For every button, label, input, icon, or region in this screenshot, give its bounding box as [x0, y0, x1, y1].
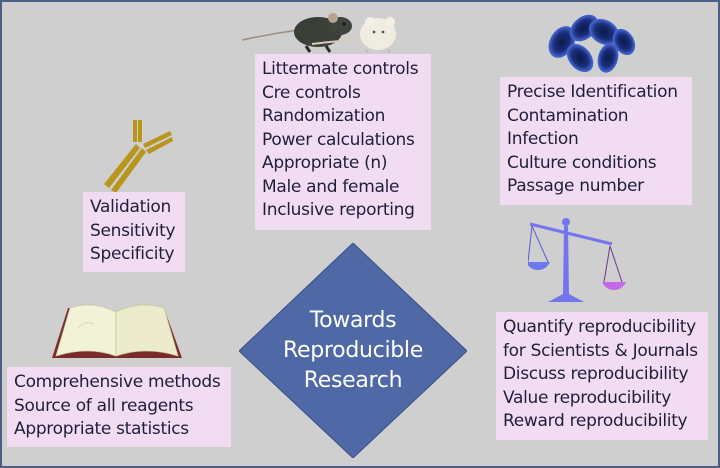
cell-lines-box: Precise Identification Contamination Inf… [500, 77, 692, 205]
list-item: Value reproducibility [503, 387, 671, 408]
center-title-line: Reproducible [283, 337, 423, 363]
list-item: Specificity [90, 244, 175, 264]
methods-box: Comprehensive methods Source of all reag… [7, 367, 231, 447]
list-item: Appropriate (n) [262, 153, 388, 173]
scales-icon [528, 218, 626, 302]
mice-icon [241, 13, 396, 53]
list-item: Precise Identification [507, 82, 678, 102]
open-book-icon [52, 304, 182, 358]
list-item: Contamination [507, 105, 629, 126]
diamond-shape [239, 243, 467, 458]
list-item: Passage number [507, 176, 644, 196]
list-item: Source of all reagents [14, 395, 194, 416]
center-title-line: Towards [309, 307, 397, 333]
list-item: Validation [90, 197, 171, 217]
list-item: Sensitivity [90, 220, 176, 241]
list-item: Reward reproducibility [503, 411, 688, 431]
list-item: Power calculations [262, 129, 415, 150]
center-title: Towards Reproducible Research [239, 243, 467, 458]
animal-studies-box: Littermate controls Cre controls Randomi… [255, 54, 431, 230]
list-item: Comprehensive methods [14, 372, 221, 392]
list-item: Cre controls [262, 82, 361, 103]
antibody-icon [104, 120, 173, 193]
list-item: Inclusive reporting [262, 200, 415, 220]
list-item: Randomization [262, 106, 386, 126]
list-item: Appropriate statistics [14, 419, 189, 439]
list-item: Infection [507, 129, 579, 149]
center-diamond: Towards Reproducible Research [239, 243, 467, 458]
incentives-box: Quantify reproducibility for Scientists … [496, 312, 708, 440]
center-title-line: Research [303, 367, 403, 393]
list-item: Quantify reproducibility [503, 317, 696, 337]
cells-icon [548, 14, 636, 73]
list-item: Male and female [262, 176, 400, 197]
antibodies-box: Validation Sensitivity Specificity [83, 192, 185, 272]
list-item: Littermate controls [262, 59, 419, 79]
list-item: Culture conditions [507, 152, 657, 173]
list-item: Discuss reproducibility [503, 364, 689, 384]
list-item: for Scientists & Journals [503, 340, 698, 361]
